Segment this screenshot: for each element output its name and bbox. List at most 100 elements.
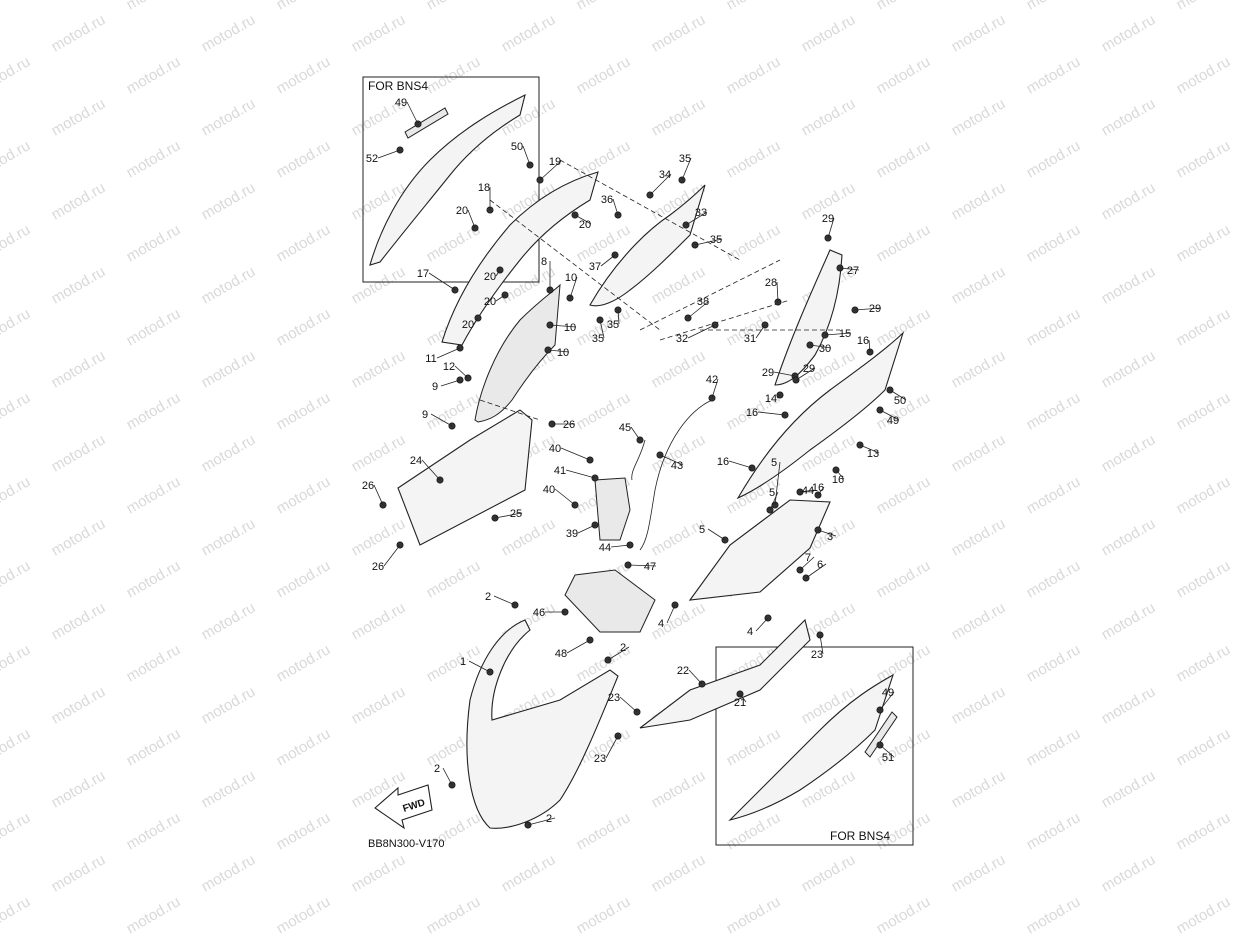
watermark-text: motod.ru bbox=[49, 263, 109, 307]
callout-number: 23 bbox=[811, 649, 823, 661]
callout-number: 49 bbox=[395, 97, 407, 109]
watermark-text: motod.ru bbox=[349, 599, 409, 643]
callout-leader bbox=[560, 447, 591, 461]
watermark-text: motod.ru bbox=[1099, 179, 1159, 223]
watermark-text: motod.ru bbox=[1024, 473, 1084, 517]
watermark-text: motod.ru bbox=[649, 515, 709, 559]
callout-leader bbox=[868, 339, 871, 353]
callout-leader bbox=[839, 267, 860, 271]
callout-leader bbox=[599, 319, 605, 339]
watermark-text: motod.ru bbox=[1024, 305, 1084, 349]
callout-leader bbox=[694, 238, 723, 246]
callout-leader bbox=[666, 604, 676, 624]
callout-number: 26 bbox=[372, 561, 384, 573]
watermark-text: motod.ru bbox=[199, 263, 259, 307]
watermark-text: motod.ru bbox=[49, 95, 109, 139]
callout-number: 16 bbox=[717, 456, 729, 468]
callout-leader bbox=[711, 378, 719, 399]
watermark-text: motod.ru bbox=[1099, 851, 1159, 895]
callout-leader bbox=[495, 294, 506, 302]
watermark-text: motod.ru bbox=[1024, 557, 1084, 601]
callout-number: 4 bbox=[747, 626, 753, 638]
callout-leader bbox=[428, 272, 456, 291]
part-17-side-cover bbox=[441, 171, 599, 346]
callout-leader bbox=[421, 459, 441, 481]
callout-leader bbox=[566, 639, 591, 654]
watermark-text: motod.ru bbox=[799, 11, 859, 55]
watermark-text: motod.ru bbox=[0, 221, 33, 265]
watermark-text: motod.ru bbox=[1099, 347, 1159, 391]
watermark-text: motod.ru bbox=[949, 683, 1009, 727]
watermark-text: motod.ru bbox=[124, 137, 184, 181]
watermark-text: motod.ru bbox=[799, 851, 859, 895]
watermark-text: motod.ru bbox=[349, 263, 409, 307]
callout-leader bbox=[495, 269, 501, 277]
watermark-text: motod.ru bbox=[199, 11, 259, 55]
callout-number: 34 bbox=[659, 169, 671, 181]
callout-leader bbox=[879, 691, 895, 711]
callout-leader bbox=[527, 817, 556, 826]
watermark-text: motod.ru bbox=[1024, 137, 1084, 181]
watermark-text: motod.ru bbox=[0, 137, 33, 181]
callout-number: 16 bbox=[857, 335, 869, 347]
callout-number: 20 bbox=[462, 319, 474, 331]
watermark-text: motod.ru bbox=[199, 347, 259, 391]
watermark-text: motod.ru bbox=[124, 305, 184, 349]
callout-number: 29 bbox=[803, 363, 815, 375]
callout-number: 29 bbox=[762, 367, 774, 379]
watermark-text: motod.ru bbox=[124, 53, 184, 97]
callout-leader bbox=[442, 767, 453, 786]
callout-leader bbox=[554, 488, 576, 506]
watermark-text: motod.ru bbox=[874, 473, 934, 517]
callout-number: 40 bbox=[549, 443, 561, 455]
part-side-cover-inset-bottom bbox=[728, 673, 894, 822]
watermark-text: motod.ru bbox=[0, 641, 33, 685]
callout-leader bbox=[473, 317, 479, 325]
callout-number: 3 bbox=[827, 531, 833, 543]
watermark-text: motod.ru bbox=[49, 851, 109, 895]
callout-leader bbox=[769, 491, 779, 511]
callout-leader bbox=[539, 160, 562, 181]
watermark-text: motod.ru bbox=[274, 473, 334, 517]
callout-number: 10 bbox=[564, 322, 576, 334]
callout-number: 33 bbox=[695, 207, 707, 219]
callout-number: 2 bbox=[434, 763, 440, 775]
callout-number: 9 bbox=[422, 409, 428, 421]
callout-leader bbox=[383, 544, 401, 567]
watermark-text: motod.ru bbox=[499, 11, 559, 55]
watermark-text: motod.ru bbox=[949, 599, 1009, 643]
watermark-text: motod.ru bbox=[1174, 473, 1234, 517]
callout-number: 5 bbox=[769, 487, 775, 499]
watermark-text: motod.ru bbox=[1174, 389, 1234, 433]
watermark-text: motod.ru bbox=[949, 515, 1009, 559]
inset-bottom-title: FOR BNS4 bbox=[830, 829, 890, 843]
watermark-text: motod.ru bbox=[1174, 893, 1234, 935]
watermark-text: motod.ru bbox=[1174, 0, 1234, 13]
watermark-text: motod.ru bbox=[649, 347, 709, 391]
watermark-text: motod.ru bbox=[0, 893, 33, 935]
callout-number: 16 bbox=[746, 407, 758, 419]
watermark-text: motod.ru bbox=[724, 0, 784, 13]
watermark-text: motod.ru bbox=[274, 641, 334, 685]
part-13-right-side-cover bbox=[736, 331, 905, 500]
callout-number: 46 bbox=[533, 607, 545, 619]
callout-number: 9 bbox=[432, 381, 438, 393]
callout-leader bbox=[649, 173, 672, 196]
callout-number: 22 bbox=[677, 665, 689, 677]
callout-number: 20 bbox=[579, 219, 591, 231]
watermark-text: motod.ru bbox=[49, 347, 109, 391]
watermark-text: motod.ru bbox=[49, 767, 109, 811]
callout-number: 11 bbox=[425, 353, 436, 365]
hose-42 bbox=[631, 439, 646, 481]
callout-number: 15 bbox=[839, 328, 851, 340]
watermark-text: motod.ru bbox=[274, 809, 334, 853]
assembly-line-3 bbox=[639, 259, 781, 331]
watermark-text: motod.ru bbox=[949, 431, 1009, 475]
callout-number: 20 bbox=[456, 205, 468, 217]
callout-leader bbox=[776, 281, 779, 303]
watermark-text: motod.ru bbox=[349, 431, 409, 475]
callout-number: 36 bbox=[601, 194, 613, 206]
callout-leader bbox=[617, 309, 620, 325]
callout-leader bbox=[685, 211, 708, 226]
watermark-text: motod.ru bbox=[424, 641, 484, 685]
